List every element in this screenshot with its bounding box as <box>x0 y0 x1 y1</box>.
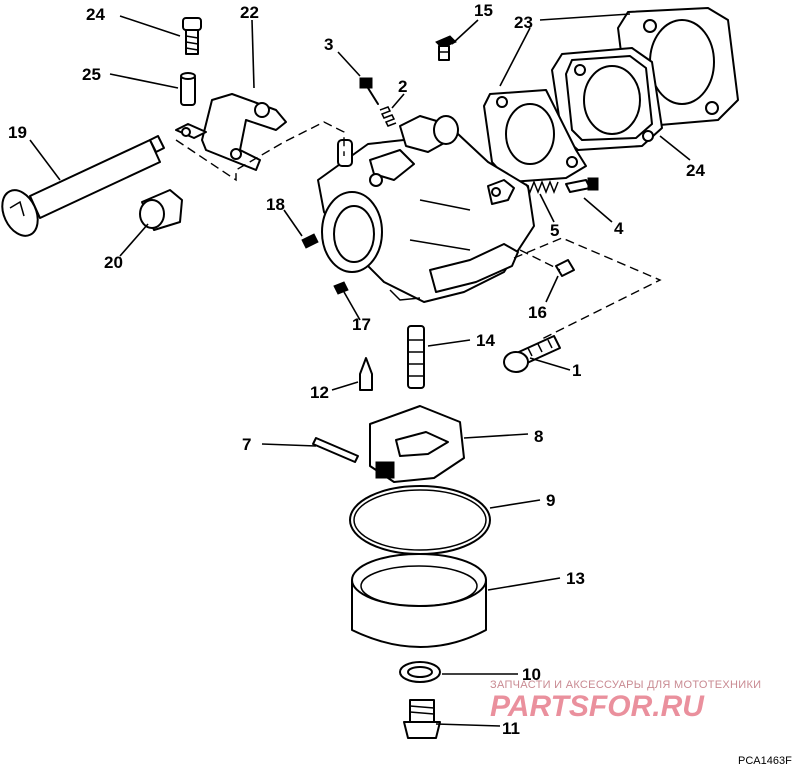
part-shaft-19 <box>1 135 165 237</box>
part-drain-plug-11 <box>403 699 441 739</box>
part-plug-16 <box>555 259 575 277</box>
callout-16: 16 <box>528 303 547 322</box>
part-ring-9 <box>349 485 491 555</box>
callout-1: 1 <box>572 361 581 380</box>
part-bracket-21 <box>175 93 287 171</box>
dash-plug-16 <box>519 249 561 271</box>
callout-21: 22 <box>240 3 259 22</box>
callout-numbers: 24 25 22 15 3 2 23 24 19 20 18 17 16 5 4… <box>8 1 705 738</box>
callout-25: 25 <box>82 65 101 84</box>
leader-22 <box>119 15 181 37</box>
part-bowl-13 <box>351 553 487 648</box>
leader-18 <box>283 209 303 237</box>
leader-14 <box>427 339 471 347</box>
leader-4 <box>583 197 613 223</box>
leader-lines <box>29 13 691 727</box>
leader-25 <box>109 73 179 89</box>
callout-20: 20 <box>104 253 123 272</box>
part-spring-2 <box>379 106 397 127</box>
part-bolt-1 <box>503 335 561 373</box>
callout-8: 8 <box>534 427 543 446</box>
leader-7 <box>261 443 317 447</box>
part-spring-5 <box>525 179 559 195</box>
callout-12: 12 <box>310 383 329 402</box>
leader-2 <box>391 93 405 109</box>
leader-20 <box>119 223 149 257</box>
callout-19: 19 <box>8 123 27 142</box>
part-tube-14 <box>407 325 425 389</box>
leader-23a <box>499 27 531 87</box>
leader-8 <box>463 433 529 439</box>
callout-24: 24 <box>686 161 705 180</box>
callout-2: 2 <box>398 77 407 96</box>
callout-10: 10 <box>522 665 541 684</box>
dash-bracket-body <box>175 121 345 182</box>
callout-9: 9 <box>546 491 555 510</box>
leader-9 <box>489 499 541 509</box>
callout-17: 17 <box>352 315 371 334</box>
figure-code: PCA1463F <box>738 755 792 767</box>
leader-15 <box>451 19 479 45</box>
part-plug-15 <box>435 35 457 61</box>
part-plug-17 <box>333 281 349 295</box>
part-screw-22 <box>182 17 202 55</box>
callout-5: 5 <box>550 221 559 240</box>
part-float-8 <box>369 405 465 483</box>
leader-1 <box>529 357 571 371</box>
watermark-logo: PARTSFOR.RU <box>490 690 705 723</box>
leader-23b <box>539 13 631 21</box>
part-screw-4 <box>565 177 599 193</box>
part-bushing-25 <box>180 72 196 106</box>
dash-right-bolt <box>513 237 662 341</box>
callout-22: 24 <box>86 5 105 24</box>
leader-12 <box>331 381 359 391</box>
callout-13: 13 <box>566 569 585 588</box>
callout-11: 11 <box>502 719 520 738</box>
leader-5 <box>539 193 555 223</box>
part-plug-18 <box>301 233 319 249</box>
part-screw-3 <box>359 77 379 105</box>
part-washer-10 <box>399 661 441 683</box>
callout-7: 7 <box>242 435 251 454</box>
callout-18: 18 <box>266 195 285 214</box>
leader-17 <box>343 291 361 321</box>
part-pin-7 <box>312 437 359 463</box>
callout-23: 23 <box>514 13 533 32</box>
part-needle-12 <box>359 357 373 391</box>
callout-14: 14 <box>476 331 495 350</box>
part-gasket-24 <box>551 47 663 151</box>
leader-13 <box>487 577 561 591</box>
leader-24 <box>659 135 691 161</box>
leader-16 <box>545 275 559 303</box>
callout-3: 3 <box>324 35 333 54</box>
part-gasket-23-inner <box>483 89 587 183</box>
leader-3 <box>337 51 361 77</box>
leader-19 <box>29 139 61 181</box>
leader-21 <box>251 19 255 89</box>
leader-11 <box>435 723 501 727</box>
part-carburetor-body <box>317 115 535 303</box>
assembly-lines <box>175 121 662 341</box>
part-cap-20 <box>139 189 183 231</box>
callout-4: 4 <box>614 219 624 238</box>
callout-15: 15 <box>474 1 493 20</box>
watermark: ЗАПЧАСТИ И АКСЕССУАРЫ ДЛЯ МОТОТЕХНИКИ PA… <box>490 679 761 723</box>
watermark-tagline: ЗАПЧАСТИ И АКСЕССУАРЫ ДЛЯ МОТОТЕХНИКИ <box>490 679 761 691</box>
